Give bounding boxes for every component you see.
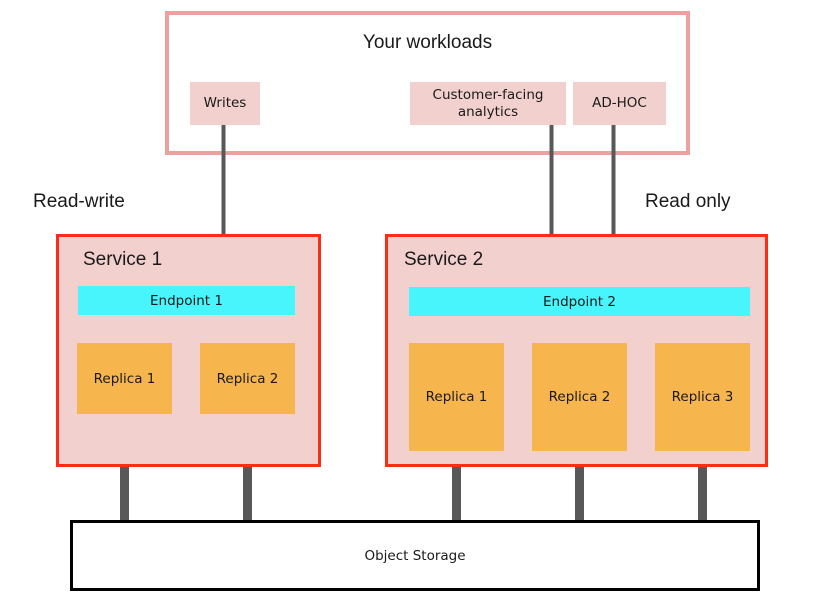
service-2-replica-2[interactable]: Replica 2 — [532, 343, 627, 451]
service-2-title: Service 2 — [404, 249, 484, 270]
workloads-title: Your workloads — [362, 32, 493, 53]
workload-chip-customer-facing-analytics[interactable]: Customer-facing analytics — [410, 82, 566, 125]
service-1-replica-1[interactable]: Replica 1 — [77, 343, 172, 414]
service-2-replica-1[interactable]: Replica 1 — [409, 343, 504, 451]
workloads-container — [165, 11, 690, 155]
workload-chip-writes[interactable]: Writes — [190, 82, 260, 125]
endpoint-2[interactable]: Endpoint 2 — [409, 287, 750, 316]
workload-chip-ad-hoc[interactable]: AD-HOC — [573, 82, 666, 125]
service-2-replica-3[interactable]: Replica 3 — [655, 343, 750, 451]
endpoint-1[interactable]: Endpoint 1 — [78, 286, 295, 315]
service-1-title: Service 1 — [83, 249, 163, 270]
caption-read-only: Read only — [645, 191, 731, 212]
caption-read-write: Read-write — [33, 191, 125, 212]
object-storage-box[interactable]: Object Storage — [70, 520, 760, 591]
service-1-replica-2[interactable]: Replica 2 — [200, 343, 295, 414]
